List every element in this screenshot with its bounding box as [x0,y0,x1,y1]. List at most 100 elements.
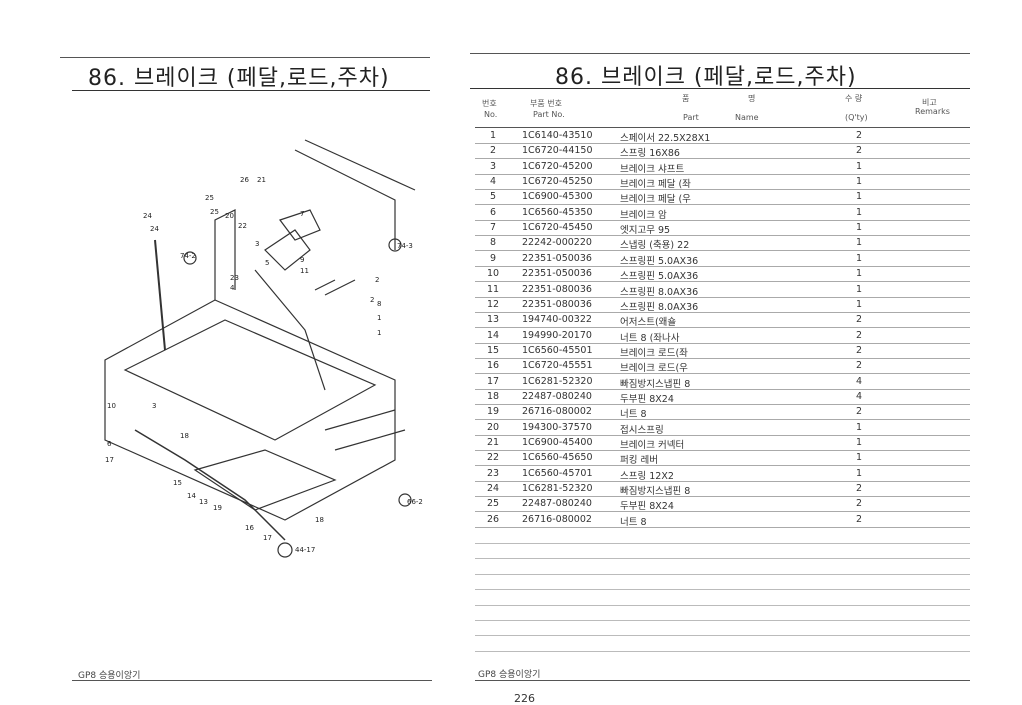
part-name: 빠짐방지스냅핀 8 [620,486,691,498]
part-number: 22351-050036 [522,268,592,280]
right-title-rule [470,88,970,89]
diagram-callout: 2 [375,276,379,284]
quantity: 1 [855,452,863,464]
quantity: 1 [855,206,863,218]
part-number: 194300-37570 [522,421,592,433]
quantity: 2 [855,329,863,341]
part-name: 퍼킹 레버 [620,455,658,467]
quantity: 1 [855,437,863,448]
item-number: 4 [489,176,497,188]
part-name: 스프링 16X86 [620,148,680,160]
empty-row-line [475,558,970,560]
part-name: 스프링핀 8.0AX36 [620,286,699,298]
item-number: 13 [486,314,500,326]
item-number: 26 [486,513,500,525]
quantity: 2 [855,513,863,525]
diagram-callout: 1 [377,329,381,337]
right-footer-rule [475,680,970,681]
part-number: 22487-080240 [522,498,592,510]
part-number: 1C6560-45701 [522,467,593,479]
quantity: 2 [855,360,863,372]
part-name: 브레이크 로드(우 [620,363,688,375]
part-number: 1C6281-52320 [522,375,593,387]
quantity: 1 [855,298,863,310]
quantity: 2 [855,130,863,141]
item-number: 25 [486,498,500,510]
quantity: 2 [855,314,863,326]
empty-row-line [475,635,970,637]
part-name: 스페이서 22.5X28X1 [620,133,711,144]
header-name-en-1: Part [683,113,699,122]
diagram-callout: 7 [300,210,304,218]
header-rule [475,127,970,128]
diagram-callout: 66-2 [407,498,423,506]
empty-row-line [475,650,970,652]
part-name: 브레이크 커넥터 [620,440,685,451]
part-number: 1C6720-45200 [522,160,593,172]
item-number: 20 [486,421,500,433]
diagram-callout: 1 [377,314,381,322]
quantity: 1 [855,283,863,295]
part-name: 어저스트(왜숄 [620,317,677,329]
item-number: 15 [486,344,500,356]
part-number: 1C6560-45350 [522,206,593,218]
part-name: 스냅링 (축용) 22 [620,240,690,252]
quantity: 1 [855,191,863,203]
diagram-callout: 14 [187,492,196,500]
part-number: 1C6560-45650 [522,452,593,464]
item-number: 1 [489,130,497,141]
header-qty-ko: 수 량 [845,94,863,103]
empty-row-line [475,620,970,621]
quantity: 2 [855,406,863,418]
part-number: 22351-050036 [522,252,592,264]
part-number: 1C6140-43510 [522,130,593,141]
item-number: 21 [486,437,500,448]
part-number: 1C6900-45400 [522,437,593,448]
diagram-callout: 11 [300,267,309,275]
quantity: 2 [855,498,863,510]
header-name-ko-1: 품 [682,94,690,103]
left-top-rule [60,57,430,58]
diagram-callout: 4 [230,284,235,292]
diagram-callout: 23 [230,274,239,282]
empty-row-line [475,543,970,544]
diagram-callout: 25 [210,208,219,216]
diagram-callout: 24 [150,225,159,233]
header-name-en-2: Name [735,113,759,122]
part-name: 엣지고무 95 [620,225,671,237]
diagram-callout: 10 [107,402,116,410]
quantity: 4 [855,390,863,402]
part-number: 1C6720-45450 [522,222,593,234]
item-number: 22 [486,452,500,464]
part-name: 브레이크 페달 (우 [620,194,691,206]
left-page-title: 86. 브레이크 (페달,로드,주차) [88,66,390,91]
part-name: 스프링핀 8.0AX36 [620,301,699,313]
header-remarks-ko: 비고 [922,98,937,107]
empty-row-line [475,573,970,575]
quantity: 1 [855,222,863,234]
quantity: 1 [855,421,863,433]
left-footer-rule [72,680,432,681]
header-qty-en: (Q'ty) [845,113,868,122]
table-row: 21 1C6900-45400 브레이크 커넥터 1 [475,435,970,451]
empty-row-line [475,589,970,591]
empty-row-line [475,604,970,606]
quantity: 1 [855,252,863,264]
part-name: 스프링핀 5.0AX36 [620,271,699,283]
part-name: 브레이크 페달 (좌 [620,179,691,191]
quantity: 1 [855,268,863,280]
part-name: 스프링 12X2 [620,470,674,482]
item-number: 17 [486,375,500,387]
